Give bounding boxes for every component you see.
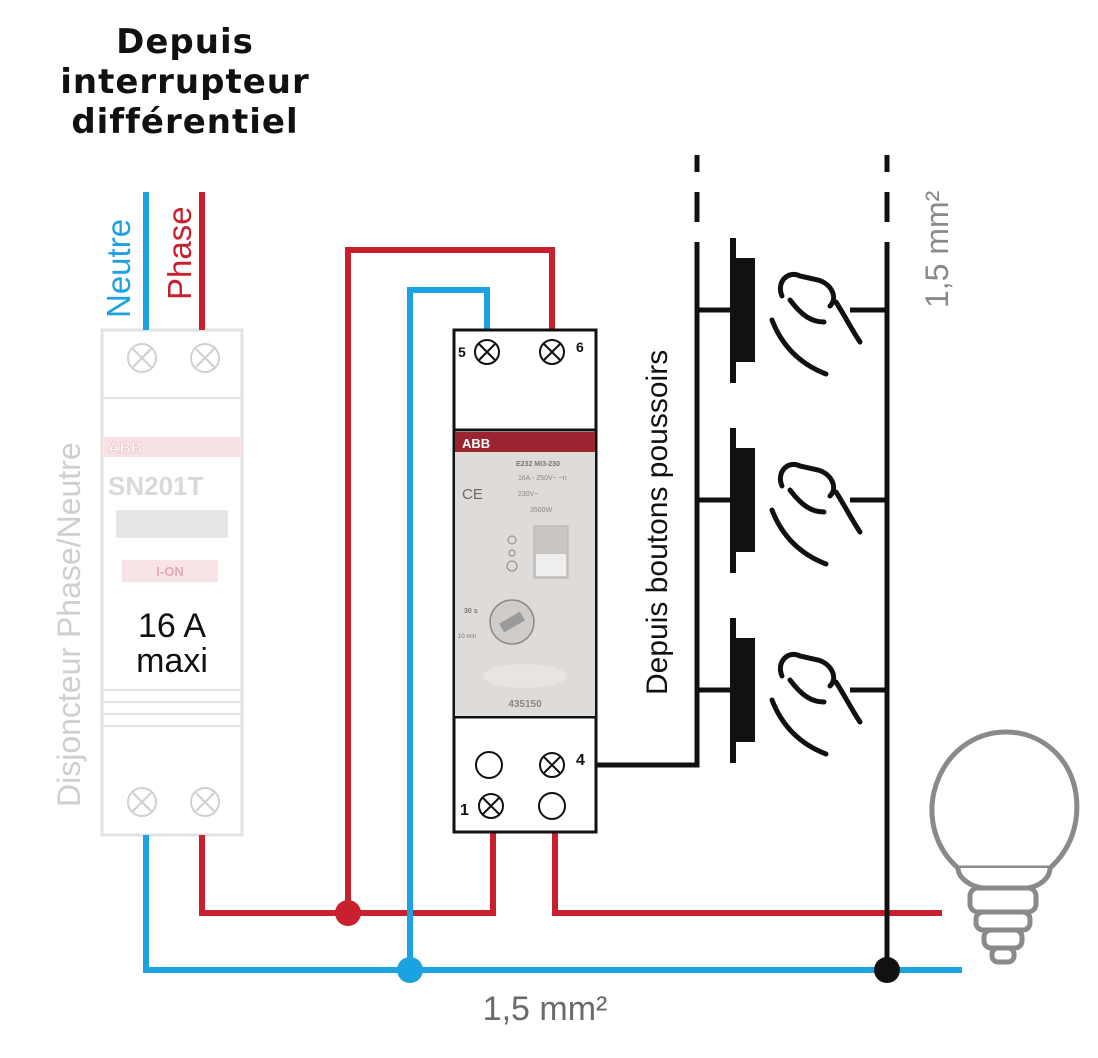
- terminal-unused-icon: [475, 751, 503, 779]
- terminal-screw-icon: [127, 343, 157, 373]
- relay-part-number: 435150: [508, 699, 542, 710]
- breaker-brand: ABB: [108, 440, 143, 457]
- neutral-junction-dot: [397, 957, 423, 983]
- phase-label: Phase: [161, 206, 198, 300]
- breaker-rating-maxi: maxi: [136, 642, 208, 680]
- relay-ce-mark: CE: [462, 486, 483, 503]
- terminal-screw-icon: [478, 793, 504, 819]
- relay-label-window: [483, 664, 567, 688]
- breaker-badge-text: I-ON: [156, 564, 183, 579]
- pushbutton-icon: [735, 638, 755, 742]
- pushbutton-icon: [735, 258, 755, 362]
- terminal-unused-icon: [538, 792, 566, 820]
- pushbutton-2: [697, 428, 887, 573]
- section-label-vertical: 1,5 mm²: [919, 190, 955, 308]
- relay-brand-band: [455, 432, 595, 452]
- terminal-screw-icon: [127, 787, 157, 817]
- breaker-module: ABB SN201T I-ON 16 A maxi: [100, 328, 244, 837]
- section-label-bottom: 1,5 mm²: [483, 990, 608, 1028]
- relay-spec-line: E232 MI3-230: [516, 461, 560, 468]
- pushbuttons-caption: Depuis boutons poussoirs: [641, 350, 674, 695]
- phase-junction-dot: [335, 900, 361, 926]
- neutre-label: Neutre: [100, 219, 137, 318]
- breaker-caption: Disjoncteur Phase/Neutre: [51, 442, 87, 807]
- breaker-body: [100, 328, 244, 837]
- pushbutton-1: [697, 238, 887, 383]
- breaker-lever-slot: [116, 510, 228, 538]
- title-line-2: interrupteur: [60, 62, 310, 102]
- pushbutton-icon: [735, 448, 755, 552]
- title-line-3: différentiel: [71, 102, 299, 142]
- terminal-4-label: 4: [576, 752, 585, 769]
- neutral-bus-wire: [143, 835, 962, 973]
- relay-spec-line: 16A - 250V~ ~n: [518, 475, 567, 482]
- control-junction-dot: [874, 957, 900, 983]
- terminal-screw-icon: [190, 787, 220, 817]
- breaker-rating: 16 A: [138, 607, 206, 645]
- title-line-1: Depuis: [116, 22, 254, 62]
- lamp-symbol-icon: [506, 535, 518, 572]
- impulse-relay-module: ABB CE E232 MI3-230 16A - 250V~ ~n 230V~…: [452, 328, 598, 834]
- light-bulb-icon: [929, 729, 1080, 965]
- relay-spec-line: 3500W: [530, 507, 553, 514]
- terminal-screw-icon: [539, 339, 565, 365]
- terminal-screw-icon: [190, 343, 220, 373]
- neutral-to-terminal5-wire: [407, 287, 490, 970]
- timer-label-max: 10 min: [458, 634, 476, 640]
- relay-spec-line: 230V~: [518, 491, 538, 498]
- terminal-6-label: 6: [576, 339, 584, 355]
- finger-press-icon: [769, 272, 863, 377]
- finger-press-icon: [769, 462, 863, 567]
- terminal-5-label: 5: [458, 344, 466, 360]
- relay-brand: ABB: [462, 436, 490, 451]
- phase-to-terminal6-wire: [345, 247, 555, 913]
- timer-label-min: 30 s: [464, 608, 478, 615]
- terminal-1-label: 1: [460, 802, 469, 819]
- breaker-model: SN201T: [108, 471, 203, 501]
- control-terminal4-wire: [596, 242, 700, 768]
- breaker-badge: [122, 560, 218, 582]
- phase-to-lamp-wire: [552, 832, 942, 916]
- pushbutton-3: [697, 618, 887, 763]
- timer-dial-icon: [489, 599, 535, 645]
- terminal-screw-icon: [474, 339, 500, 365]
- terminal-screw-icon: [539, 752, 565, 778]
- finger-press-icon: [769, 652, 863, 757]
